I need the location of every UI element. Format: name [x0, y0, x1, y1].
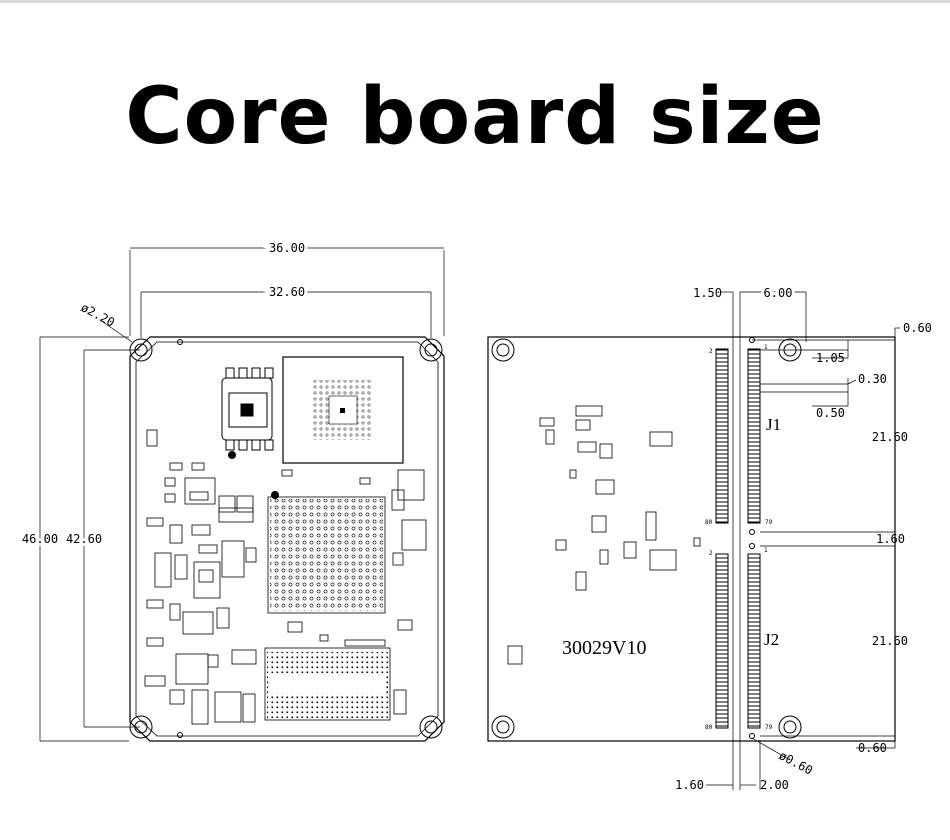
front-board-outline: [129, 336, 445, 742]
dim-bottom-left: 1.60: [675, 778, 704, 792]
dim-0-50: 0.50: [816, 406, 845, 420]
page-title: Core board size: [125, 72, 825, 162]
back-hole-tl: [491, 338, 515, 362]
dim-pin-offset: 1.50: [693, 286, 722, 300]
dim-bottom-offset: 0.60: [858, 741, 887, 755]
connector-j1-label: J1: [766, 415, 781, 434]
connector-j1-left: [715, 348, 729, 524]
connector-j2-left: [715, 553, 729, 729]
back-components: [507, 405, 701, 665]
bga-memory: [264, 647, 391, 721]
dim-bottom-right: 2.00: [760, 778, 789, 792]
pin-label-j1-80: 80: [705, 519, 713, 526]
bga-chip-small: [282, 356, 404, 464]
pin-label-j2-80: 80: [705, 724, 713, 731]
dim-height-holes: 42.60: [66, 532, 102, 546]
mounting-hole-tr: [419, 338, 443, 362]
dim-1-05: 1.05: [816, 351, 845, 365]
qfn-chip: [221, 367, 274, 451]
pin-label-j1-79: 79: [765, 519, 773, 526]
pin-label-j2-79: 79: [765, 724, 773, 731]
back-board-outline: [487, 336, 896, 742]
pin-label-j1-2: 2: [709, 348, 713, 355]
pin-label-j2-2: 2: [709, 550, 713, 557]
pin-label-j2-1: 1: [764, 547, 768, 554]
connector-j2-right: [747, 553, 761, 729]
connector-j2-label: J2: [764, 630, 779, 649]
dim-connector-width: 6.00: [764, 286, 793, 300]
dim-hole-diameter: ø2.20: [79, 300, 117, 329]
back-hole-bl: [491, 715, 515, 739]
back-hole-br: [778, 715, 802, 739]
dim-j1-length: 21.60: [872, 430, 908, 444]
back-view: [487, 291, 900, 790]
front-view: [39, 247, 445, 742]
connector-j1-right: [747, 348, 761, 524]
dim-width-outer: 36.00: [269, 241, 305, 255]
mounting-hole-br: [419, 715, 443, 739]
top-rule: [0, 0, 950, 3]
board-id: 30029V10: [562, 637, 646, 659]
dim-top-offset: 0.60: [903, 321, 932, 335]
dim-j2-length: 21.60: [872, 634, 908, 648]
passive-components: [144, 429, 427, 725]
pin-label-j1-1: 1: [764, 344, 768, 351]
dim-gap: 1.60: [876, 532, 905, 546]
dim-height-outer: 46.00: [22, 532, 58, 546]
dim-0-30: 0.30: [858, 372, 887, 386]
bga-soc: [267, 496, 386, 614]
dim-width-holes: 32.60: [269, 285, 305, 299]
dim-pad-diameter: ø0.60: [777, 748, 815, 777]
